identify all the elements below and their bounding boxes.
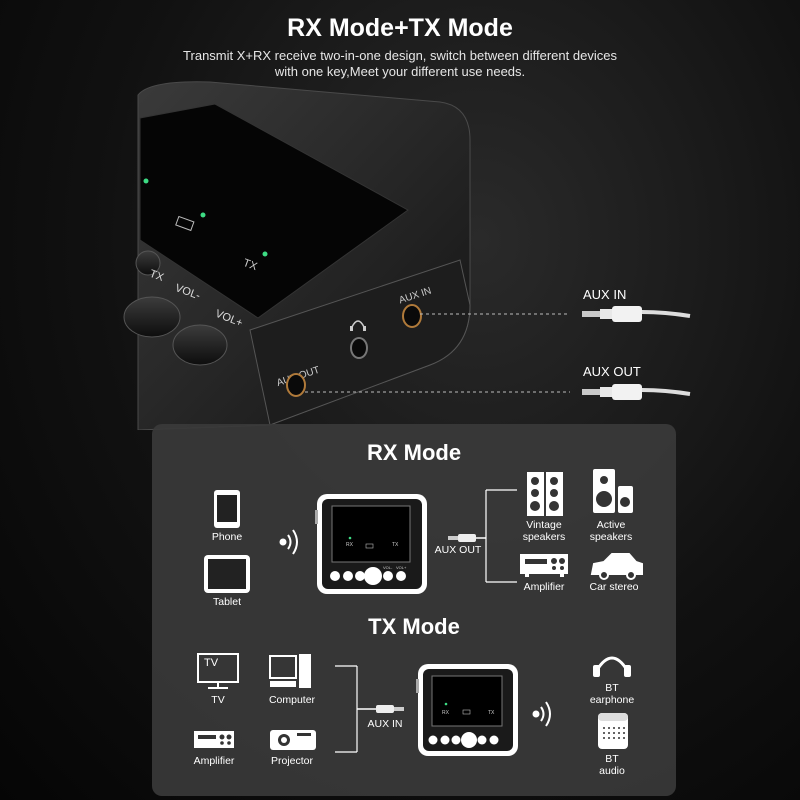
knob[interactable] [135, 250, 161, 276]
tv-screen-text: TV [203, 657, 219, 669]
tx-button[interactable] [123, 296, 181, 338]
headphone-port [350, 337, 368, 359]
car-stereo-label: Car stereo [589, 581, 639, 593]
subtitle-line-1: Transmit X+RX receive two-in-one design,… [183, 48, 617, 63]
mini-tx-rx-label: RX [442, 710, 449, 716]
tablet-icon [204, 555, 250, 593]
page-subtitle: Transmit X+RX receive two-in-one design,… [160, 48, 640, 80]
amplifier-label: Amplifier [523, 581, 565, 593]
mode-diagram-panel: RX Mode TX Mode [152, 424, 676, 796]
mini-vol-plus-label: VOL+ [396, 565, 407, 570]
tv-icon [197, 653, 239, 689]
wireless-signal-icon [279, 529, 298, 555]
mini-tx-label: TX [392, 542, 399, 548]
mini-tx-tx-label: TX [488, 710, 495, 716]
bt-audio-icon [598, 713, 628, 749]
aux-out-jack-icon [582, 384, 691, 400]
tv-label: TV [211, 694, 225, 706]
amplifier-icon [520, 554, 568, 577]
mini-rx-label: RX [346, 542, 353, 548]
rx-mode-title: RX Mode [366, 440, 462, 465]
active-speakers-icon [593, 469, 633, 513]
led-label-tx: TX [241, 257, 259, 273]
vol-plus-button[interactable] [172, 324, 228, 366]
mini-vol-minus-label: VOL- [383, 565, 393, 570]
wireless-signal-tx-icon [532, 701, 551, 727]
phone-label: Phone [211, 531, 243, 543]
aux-cable-tx-icon [357, 705, 404, 713]
aux-in-port [402, 304, 422, 328]
aux-out-port [286, 373, 306, 397]
battery-icon [175, 215, 195, 232]
page-title: RX Mode+TX Mode [287, 14, 513, 42]
subtitle-line-2: with one key,Meet your different use nee… [274, 64, 526, 79]
callout-aux-in: AUX IN [583, 287, 627, 302]
tx-mode-title: TX Mode [368, 614, 460, 639]
amplifier-tx-icon [194, 731, 234, 748]
mini-device-rx-icon [315, 494, 427, 594]
projector-icon [270, 730, 316, 750]
tablet-label: Tablet [212, 596, 242, 608]
vintage-speakers-icon [527, 472, 563, 516]
device-photo: TX TX VOL- VOL+ AUX IN AUX OUT [123, 81, 691, 430]
rx-cable-label: AUX OUT [434, 544, 482, 556]
mini-device-tx-icon [416, 664, 518, 756]
bt-earphone-icon [593, 656, 631, 677]
amplifier-tx-label: Amplifier [193, 755, 235, 767]
projector-label: Projector [270, 755, 313, 767]
aux-cable-icon [448, 534, 486, 542]
computer-icon [269, 654, 311, 688]
phone-icon [214, 490, 240, 528]
aux-in-jack-icon [582, 306, 691, 322]
diagram-drawing [194, 469, 643, 756]
tx-cable-label: AUX IN [367, 718, 403, 730]
car-icon [590, 553, 643, 580]
computer-label: Computer [268, 694, 316, 706]
callout-aux-out: AUX OUT [583, 364, 641, 379]
tx-button-label: TX [148, 268, 166, 284]
headphone-icon [350, 320, 366, 331]
